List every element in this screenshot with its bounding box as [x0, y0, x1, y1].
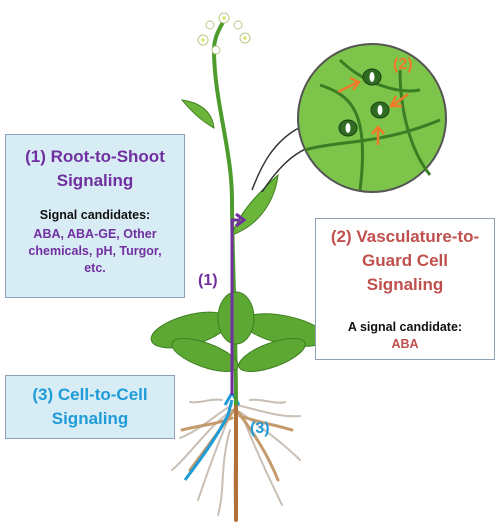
cell-to-cell-box: (3) Cell-to-Cell Signaling: [5, 375, 175, 439]
vasculature-to-guard-subtitle: A signal candidate:: [347, 320, 463, 334]
path-label-1: (1): [198, 272, 218, 289]
root-to-shoot-candidates: ABA, ABA-GE, Other chemicals, pH, Turgor…: [28, 227, 162, 275]
root-to-shoot-title: (1) Root-to-Shoot Signaling: [25, 147, 165, 190]
root-to-shoot-arrowhead: [235, 212, 247, 228]
root-to-shoot-path: [230, 218, 240, 395]
path-label-2: (2): [393, 56, 413, 73]
vasculature-to-guard-title: (2) Vasculature-to-Guard Cell Signaling: [330, 227, 480, 294]
rosette-leaves: [150, 291, 327, 372]
root-to-shoot-box: (1) Root-to-Shoot Signaling Signal candi…: [5, 134, 185, 298]
vasculature-to-guard-box: (2) Vasculature-to-Guard Cell Signaling …: [315, 218, 495, 360]
leaf-magnifier: [297, 43, 447, 193]
root-to-shoot-subtitle: Signal candidates:: [39, 208, 151, 222]
root-system: [171, 398, 301, 522]
path-label-3: (3): [250, 420, 270, 437]
cell-to-cell-title: (3) Cell-to-Cell Signaling: [32, 385, 148, 428]
vasculature-to-guard-candidates: ABA: [391, 337, 419, 351]
vasculature-arrows: [337, 76, 409, 145]
cell-to-cell-path: [183, 399, 234, 481]
